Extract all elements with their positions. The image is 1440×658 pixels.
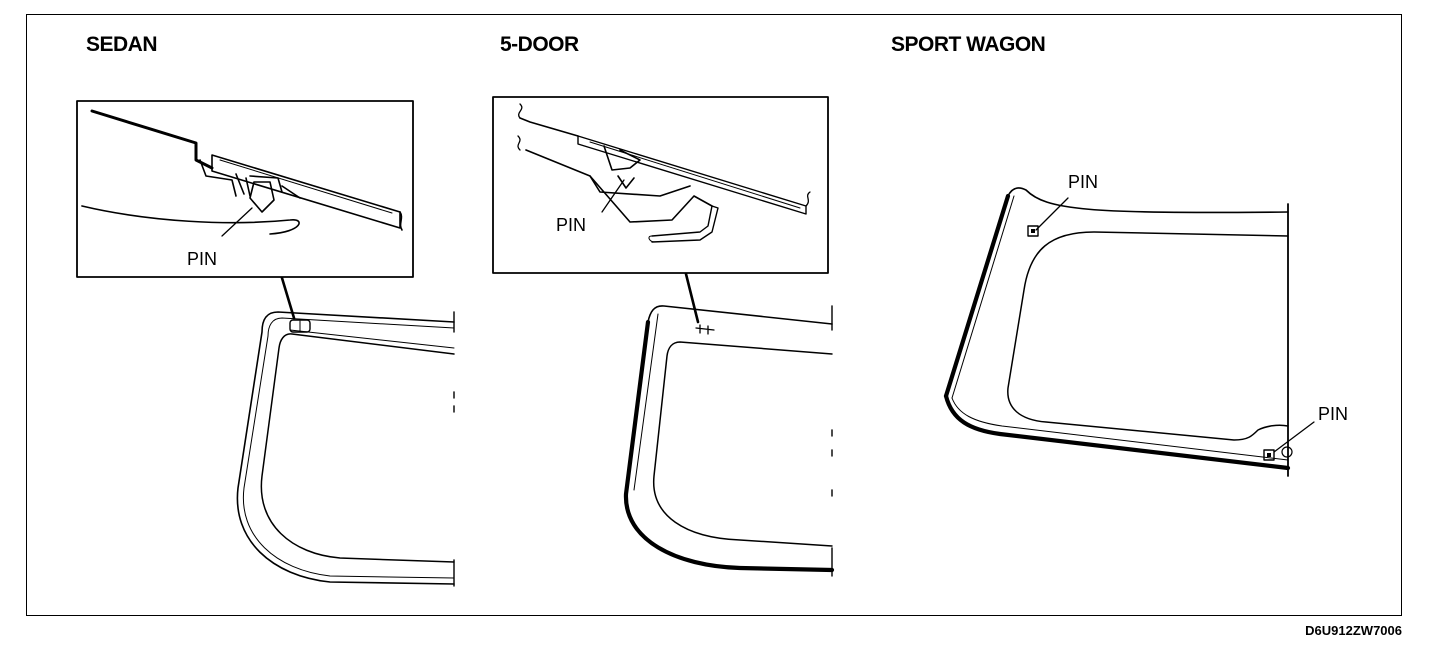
five-door-illustration <box>493 97 832 576</box>
sport-wagon-illustration <box>946 188 1314 476</box>
pin-label-five-door: PIN <box>556 215 587 235</box>
sport-wagon-pin-marker-lower <box>1264 450 1274 460</box>
sport-wagon-pin-marker-upper <box>1028 226 1038 236</box>
reference-code: D6U912ZW7006 <box>1305 623 1402 638</box>
panel-title-sport-wagon: SPORT WAGON <box>891 33 1046 56</box>
pin-label-sport-wagon-lower: PIN <box>1318 404 1349 424</box>
five-door-detail-inset <box>493 97 828 273</box>
pin-label-sport-wagon-upper: PIN <box>1068 172 1099 192</box>
sedan-pin-marker <box>290 320 310 332</box>
panel-title-sedan: SEDAN <box>86 33 158 56</box>
sedan-detail-inset <box>77 101 413 277</box>
panel-title-five-door: 5-DOOR <box>500 33 579 56</box>
pin-label-sedan: PIN <box>187 249 218 269</box>
sedan-illustration <box>77 101 454 586</box>
diagram-frame <box>26 14 1402 616</box>
